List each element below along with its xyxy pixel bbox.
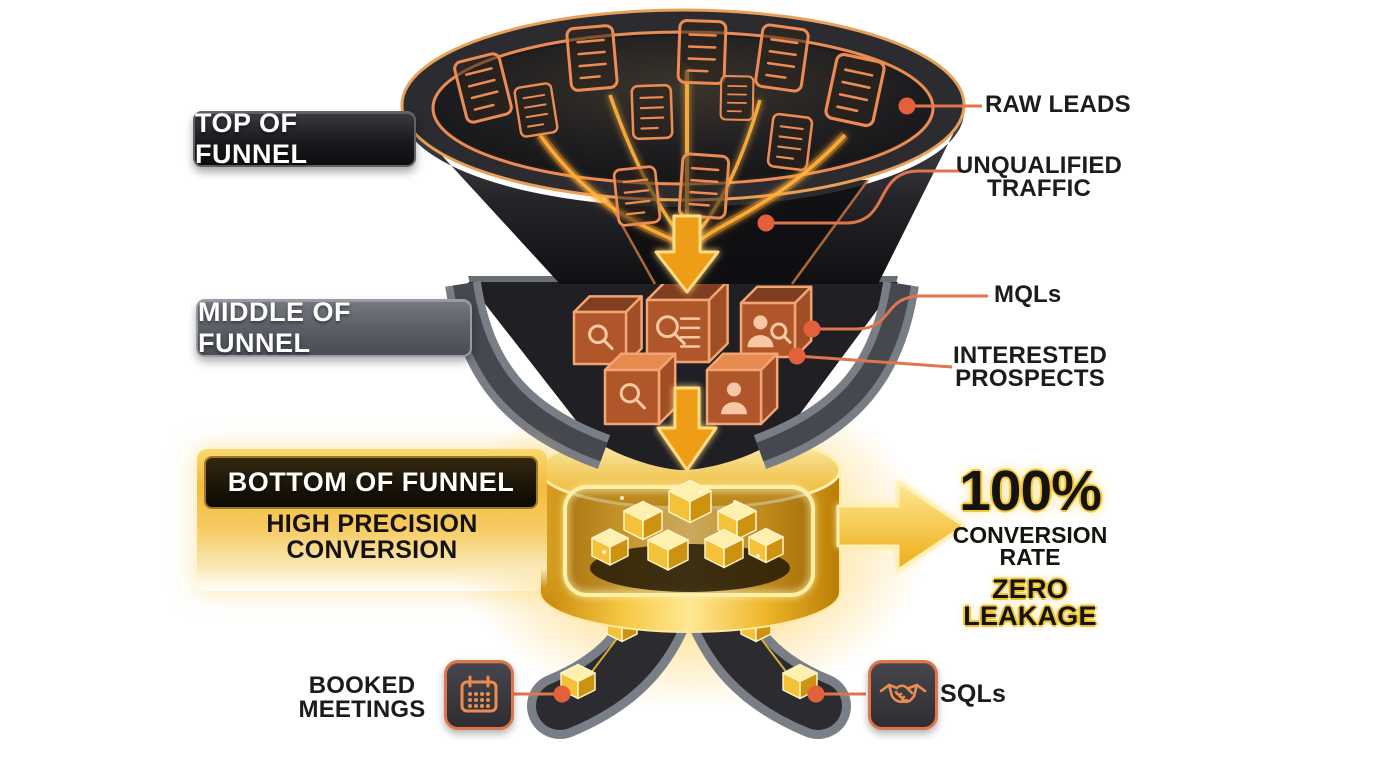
callout-interested-line1: INTERESTED	[952, 342, 1107, 369]
bottom-sub-line2: CONVERSION	[286, 536, 458, 564]
sparkles	[602, 490, 760, 558]
sparkle	[756, 554, 760, 558]
stage-label-bottom: BOTTOM OF FUNNEL	[204, 456, 538, 509]
document-icon	[513, 82, 559, 138]
sparkle	[602, 550, 606, 554]
conversion-label: CONVERSION RATE	[938, 522, 1122, 570]
connector-interested	[796, 354, 953, 369]
connectors	[509, 104, 988, 696]
calendar-icon	[460, 675, 498, 713]
gold-cube	[560, 663, 596, 700]
document-icon	[630, 83, 674, 141]
connector-dots	[553, 97, 916, 703]
callout-booked-line2: MEETINGS	[298, 696, 426, 723]
lead-cube-person	[705, 352, 779, 426]
lead-cubes	[572, 280, 813, 426]
lead-cube-magdoc	[645, 280, 729, 364]
conversion-percent: 100%	[959, 459, 1102, 523]
gold-cube	[647, 529, 689, 571]
stage-label-top: TOP OF FUNNEL	[193, 108, 416, 169]
conversion-label-line1: CONVERSION	[952, 522, 1108, 548]
stage-label-top-text: TOP OF FUNNEL	[195, 108, 308, 169]
sparkle	[620, 496, 624, 500]
callout-unqualified-traffic: UNQUALIFIED TRAFFIC	[953, 152, 1125, 202]
callout-booked-meetings: BOOKED MEETINGS	[291, 674, 433, 722]
callout-raw-leads: RAW LEADS	[985, 91, 1131, 118]
gold-cube	[668, 479, 712, 524]
sparkle	[698, 490, 702, 494]
stage-label-middle-text: MIDDLE OF FUNNEL	[198, 297, 351, 358]
callout-interested-line2: PROSPECTS	[955, 365, 1105, 392]
gold-cube	[623, 500, 663, 541]
zero-leakage-highlight: ZERO LEAKAGE	[963, 574, 1097, 631]
sparkle	[646, 514, 650, 518]
stage-label-middle: MIDDLE OF FUNNEL	[196, 297, 472, 358]
top-funnel	[400, 8, 966, 294]
lead-cube-mag	[603, 352, 677, 426]
down-arrow-2	[656, 386, 718, 472]
gold-cube	[704, 528, 744, 569]
document-icon	[565, 24, 619, 92]
document-icon	[824, 52, 886, 128]
document-icons	[453, 18, 886, 227]
bottom-stage-subtitle: HIGH PRECISION CONVERSION	[204, 511, 540, 563]
gold-cube-pile	[591, 479, 784, 571]
lead-cube-mag	[572, 295, 643, 366]
callout-unqualified-line1: UNQUALIFIED	[955, 152, 1123, 179]
callout-booked-line1: BOOKED	[308, 672, 416, 699]
booked-meetings-icon-box	[444, 660, 514, 730]
document-icon	[766, 112, 814, 172]
connector-mqls	[812, 294, 988, 331]
down-arrow-1	[654, 214, 720, 294]
callout-unqualified-line2: TRAFFIC	[986, 175, 1092, 202]
right-arrow	[836, 480, 966, 572]
flow-streams-top	[536, 70, 849, 247]
sqls-icon-box	[868, 660, 938, 730]
document-icon	[453, 52, 513, 124]
handshake-icon	[879, 683, 927, 704]
gold-cube	[591, 528, 629, 566]
callout-mqls: MQLs	[994, 281, 1062, 308]
sparkle	[733, 500, 737, 504]
gold-cube	[748, 527, 784, 564]
document-icon	[677, 152, 731, 220]
callout-interested-prospects: INTERESTED PROSPECTS	[948, 342, 1112, 392]
callout-sqls: SQLs	[940, 680, 1007, 708]
bottom-sub-line1: HIGH PRECISION	[266, 510, 478, 538]
conversion-result: 100% CONVERSION RATE ZERO LEAKAGE	[938, 463, 1122, 630]
conversion-label-line2: RATE	[999, 544, 1061, 570]
document-icon	[612, 165, 662, 227]
document-icon	[719, 75, 755, 121]
bottom-cylinder	[538, 430, 966, 633]
lead-cube-personmag	[739, 285, 813, 359]
document-icon	[754, 23, 810, 93]
stage-label-bottom-text: BOTTOM OF FUNNEL	[227, 467, 515, 497]
document-icon	[676, 18, 728, 86]
gold-cube	[782, 663, 818, 700]
connector-unqualified	[766, 169, 962, 225]
